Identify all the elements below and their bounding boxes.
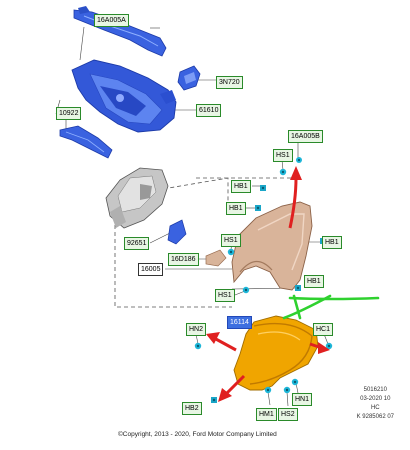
red-direction-arrows	[206, 166, 330, 402]
lower-rail-10922	[59, 125, 113, 159]
reference-code-line: K 9285062 07	[356, 414, 394, 420]
screw-icon-hs2	[283, 386, 291, 394]
clip-icon-hs1-top	[279, 168, 287, 176]
clip-icon-hs1-mid	[227, 248, 235, 256]
part-label-hm1[interactable]: HM1	[256, 408, 277, 421]
bolt-icon-hb2	[211, 397, 217, 403]
wheelhouse-apron-panel	[71, 59, 177, 133]
part-label-3n720[interactable]: 3N720	[216, 76, 243, 89]
front-fender-16005	[231, 201, 313, 291]
part-label-hb1-c[interactable]: HB1	[304, 275, 324, 288]
part-label-hn2[interactable]: HN2	[186, 323, 207, 336]
part-label-hb1-a[interactable]: HB1	[231, 180, 251, 193]
nut-icon-hn1	[291, 378, 299, 386]
part-label-hs2[interactable]: HS2	[278, 408, 298, 421]
reference-code-line: HC	[370, 405, 380, 411]
part-label-hb2[interactable]: HB2	[182, 402, 202, 415]
part-label-16005[interactable]: 16005	[138, 263, 164, 276]
clip-icon-hs1-low	[242, 286, 250, 294]
bracket-16d186	[205, 249, 227, 267]
bolt-icon-hb1-a	[260, 185, 266, 191]
part-label-hb1-b[interactable]: HB1	[226, 202, 246, 215]
diagram-reference-codes: 5016210 03-2020 10 HC K 9285062 07	[357, 386, 394, 422]
nut-icon-hn2	[194, 342, 202, 350]
reference-code-line: 5016210	[363, 387, 387, 393]
fender-clip-icon	[296, 157, 302, 163]
grey-support-structure	[105, 167, 169, 229]
bracket-92651	[167, 219, 187, 245]
bolt-icon-hb1-b	[255, 205, 261, 211]
copyright-notice: ©Copyright, 2013 - 2020, Ford Motor Comp…	[118, 431, 277, 438]
mounting-bracket-3n720	[177, 65, 201, 91]
green-hand-annotation	[282, 294, 380, 320]
part-label-16a005a[interactable]: 16A005A	[94, 14, 129, 27]
part-label-hs1-mid[interactable]: HS1	[221, 234, 241, 247]
part-label-16a005b[interactable]: 16A005B	[288, 130, 323, 143]
screw-icon-hm1	[264, 386, 272, 394]
reference-code-line: 03-2020 10	[360, 396, 391, 402]
inner-wheel-liner-16114	[233, 315, 319, 391]
part-label-hb1-right[interactable]: HB1	[322, 236, 342, 249]
part-label-16d186[interactable]: 16D186	[168, 253, 199, 266]
part-label-16114-selected[interactable]: 16114	[227, 316, 252, 329]
part-label-hs1-top[interactable]: HS1	[273, 149, 293, 162]
part-label-92651[interactable]: 92651	[124, 237, 150, 250]
part-label-hn1[interactable]: HN1	[292, 393, 313, 406]
part-label-hs1-low[interactable]: HS1	[215, 289, 235, 302]
bolt-icon-hb1-c	[295, 285, 301, 291]
part-label-61610[interactable]: 61610	[196, 104, 222, 117]
clip-icon-hc1	[325, 342, 333, 350]
part-label-hc1[interactable]: HC1	[313, 323, 334, 336]
part-label-10922[interactable]: 10922	[56, 107, 82, 120]
